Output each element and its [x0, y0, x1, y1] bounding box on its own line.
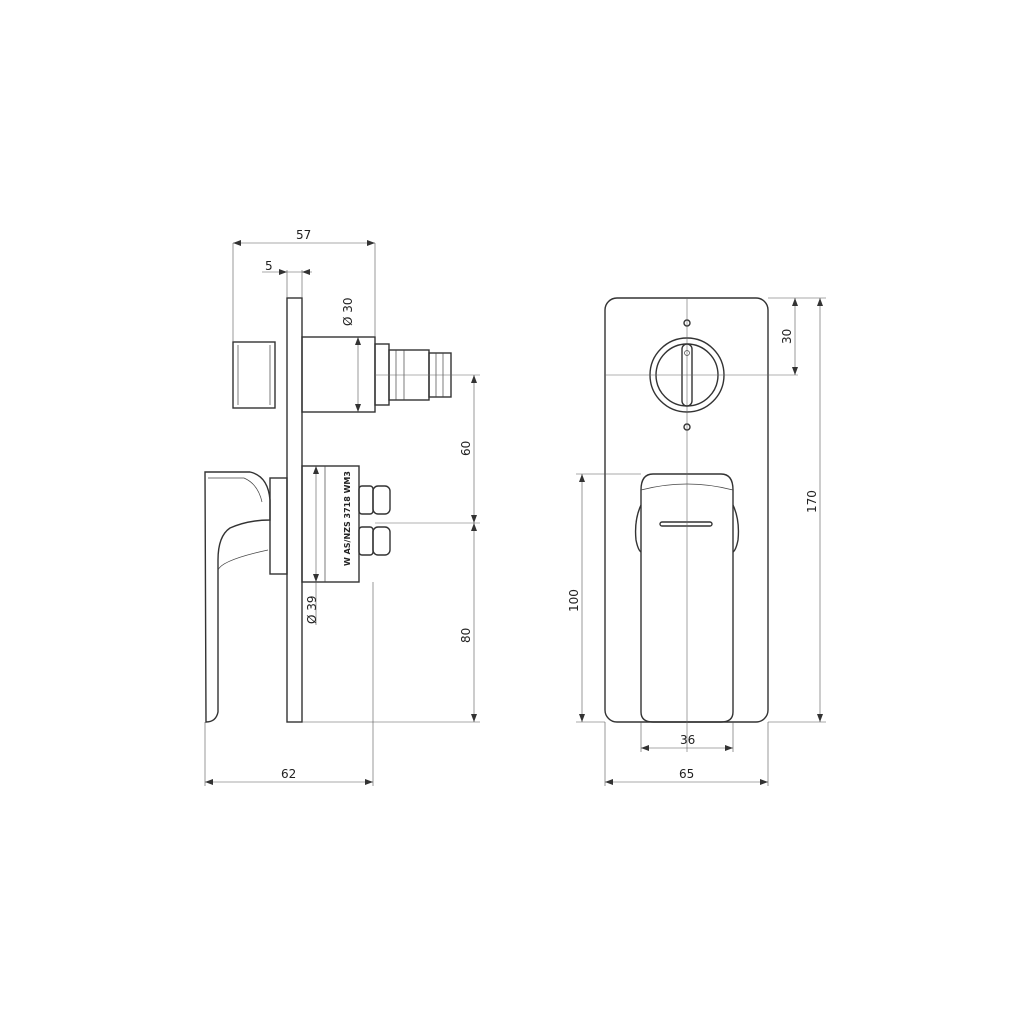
body-mark: W AS/NZS 3718 WM3: [343, 471, 352, 566]
dim-top-to-spindle: 30: [780, 329, 794, 344]
front-view: 30 170 100 36 65: [567, 297, 826, 786]
side-lever-handle: [204, 471, 271, 723]
front-wall-plate: [604, 297, 769, 723]
upper-diverter-body: [232, 336, 452, 413]
dim-overall-height: 170: [805, 490, 819, 513]
dim-plate-thickness: 5: [265, 259, 273, 273]
dim-spacing-upper: 60: [459, 441, 473, 456]
dim-plate-width: 65: [679, 767, 694, 781]
dim-side-top-width: 57: [296, 228, 311, 242]
dim-spacing-lower: 80: [459, 628, 473, 643]
dim-side-overall-width: 62: [281, 767, 296, 781]
dim-handle-diameter: Ø 39: [305, 595, 319, 624]
side-wall-plate: [286, 297, 303, 723]
side-view: W AS/NZS 3718 WM3 57 5 Ø 30: [204, 228, 480, 786]
dim-lever-width: 36: [680, 733, 695, 747]
lower-mixer-body: W AS/NZS 3718 WM3: [269, 465, 391, 583]
dim-lever-height: 100: [567, 589, 581, 612]
dim-cartridge-diameter: Ø 30: [341, 297, 355, 326]
